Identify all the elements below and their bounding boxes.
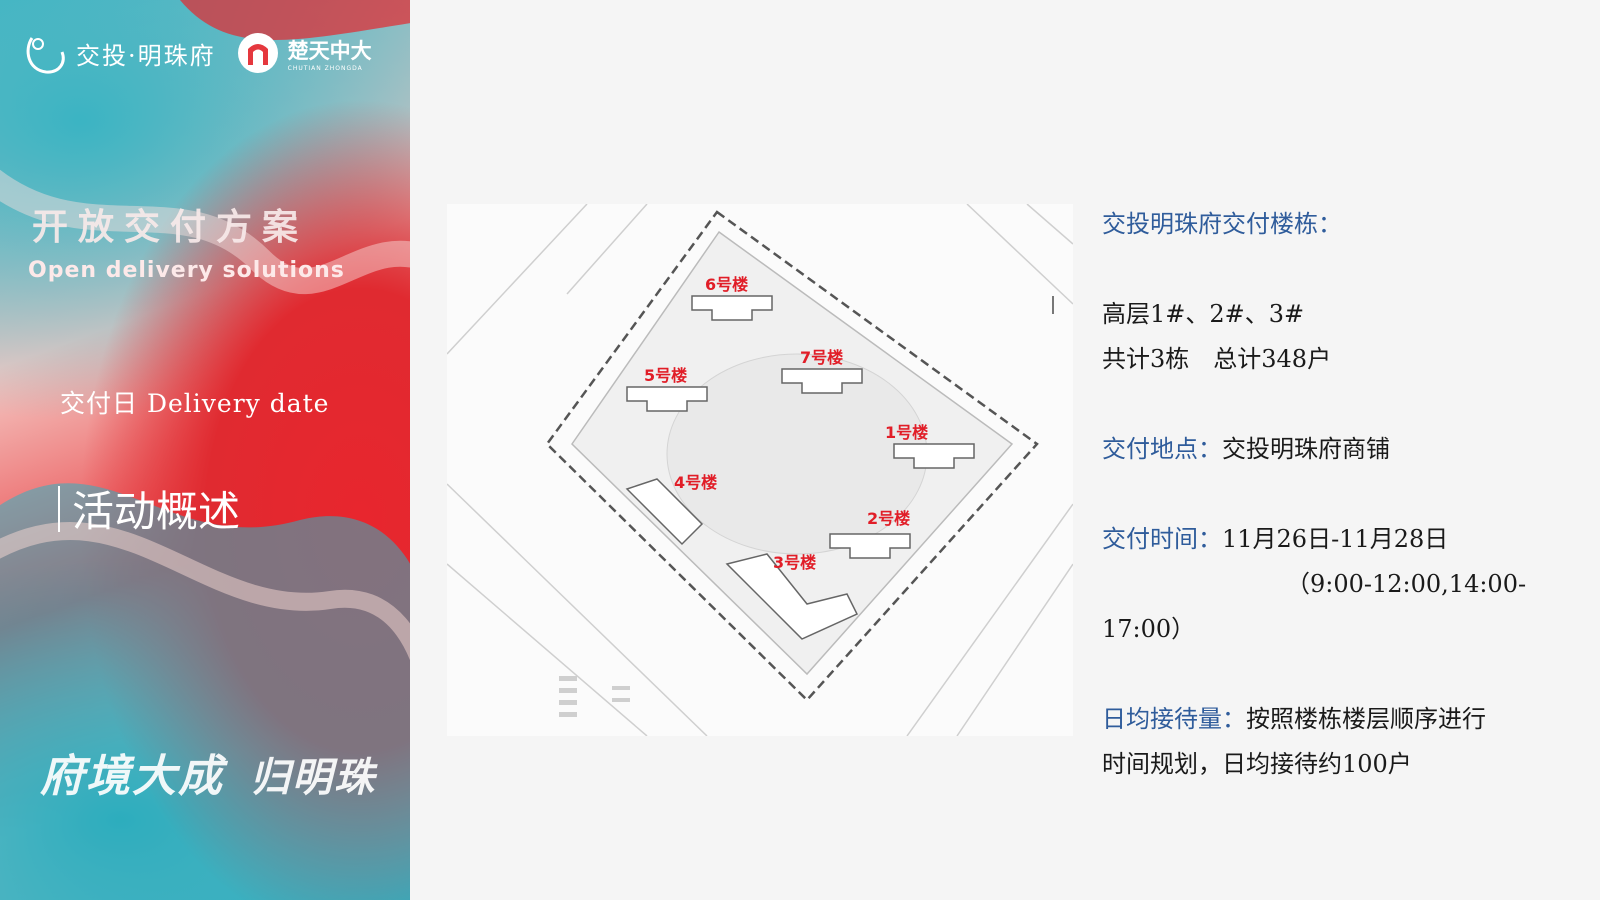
location-value: 交投明珠府商铺 <box>1222 435 1390 463</box>
decorative-swirl <box>0 0 410 900</box>
info-buildings: 高层1#、2#、3# <box>1102 300 1305 328</box>
time-value: 11月26日-11月28日 <box>1222 525 1449 553</box>
building-label: 5号楼 <box>644 366 687 385</box>
legend-marks <box>559 676 630 717</box>
time-detail-cont: 17:00） <box>1102 615 1196 643</box>
logo-b-subtext: CHUTIAN ZHONGDA <box>287 64 363 72</box>
info-heading: 交投明珠府交付楼栋： <box>1102 210 1342 238</box>
time-label: 交付时间： <box>1102 525 1222 553</box>
info-capacity: 日均接待量：按照楼栋楼层顺序进行 <box>1102 697 1542 742</box>
building-label: 3号楼 <box>773 553 816 572</box>
title-english: Open delivery solutions <box>28 258 345 283</box>
arch-emblem-icon <box>237 33 278 73</box>
delivery-info: 交投明珠府交付楼栋： 高层1#、2#、3# 共计3栋 总计348户 交付地点：交… <box>1102 202 1542 787</box>
building-4-shape <box>625 478 704 546</box>
building-6-shape <box>691 295 773 321</box>
logo-b-text: 楚天中大 <box>287 38 372 63</box>
info-location: 交付地点：交投明珠府商铺 <box>1102 427 1542 472</box>
section-title: 活动概述 <box>72 487 241 536</box>
section-divider <box>58 486 60 532</box>
info-time: 交付时间：11月26日-11月28日 <box>1102 517 1542 562</box>
pearl-emblem-icon <box>26 37 65 74</box>
capacity-label: 日均接待量： <box>1102 705 1246 733</box>
building-7-shape <box>781 368 863 394</box>
site-plan-image: 6号楼 7号楼 5号楼 1号楼 4号楼 2号楼 3号楼 <box>446 203 1074 737</box>
capacity-value-cont: 时间规划，日均接待约100户 <box>1102 750 1412 778</box>
slogan: 府境大成归明珠 <box>40 740 376 804</box>
logo-group: 交投·明珠府 楚天中大 CHUTIAN ZHONGDA <box>22 30 372 76</box>
building-5-shape <box>626 386 708 412</box>
info-count: 共计3栋 总计348户 <box>1102 345 1332 373</box>
building-label: 1号楼 <box>885 423 928 442</box>
building-label: 2号楼 <box>867 509 910 528</box>
delivery-date-label: 交付日 Delivery date <box>60 389 330 418</box>
building-label: 6号楼 <box>705 275 748 294</box>
time-detail: （9:00-12:00,14:00- <box>1286 570 1527 598</box>
jiaotou-logo: 交投·明珠府 <box>22 30 216 76</box>
slogan-part-2: 归明珠 <box>250 754 376 801</box>
chutian-logo: 楚天中大 CHUTIAN ZHONGDA <box>236 31 372 75</box>
building-label: 7号楼 <box>800 348 843 367</box>
building-2-shape <box>829 533 911 559</box>
slogan-part-1: 府境大成 <box>40 751 224 802</box>
building-3-shape <box>725 553 859 640</box>
location-label: 交付地点： <box>1102 435 1222 463</box>
left-banner: 交投·明珠府 楚天中大 CHUTIAN ZHONGDA 开放交付方案 Open … <box>0 0 410 900</box>
building-label: 4号楼 <box>674 473 717 492</box>
title-chinese: 开放交付方案 <box>32 206 309 248</box>
building-1-shape <box>893 443 975 469</box>
logo-a-text: 交投·明珠府 <box>76 41 216 70</box>
capacity-value: 按照楼栋楼层顺序进行 <box>1246 705 1486 733</box>
